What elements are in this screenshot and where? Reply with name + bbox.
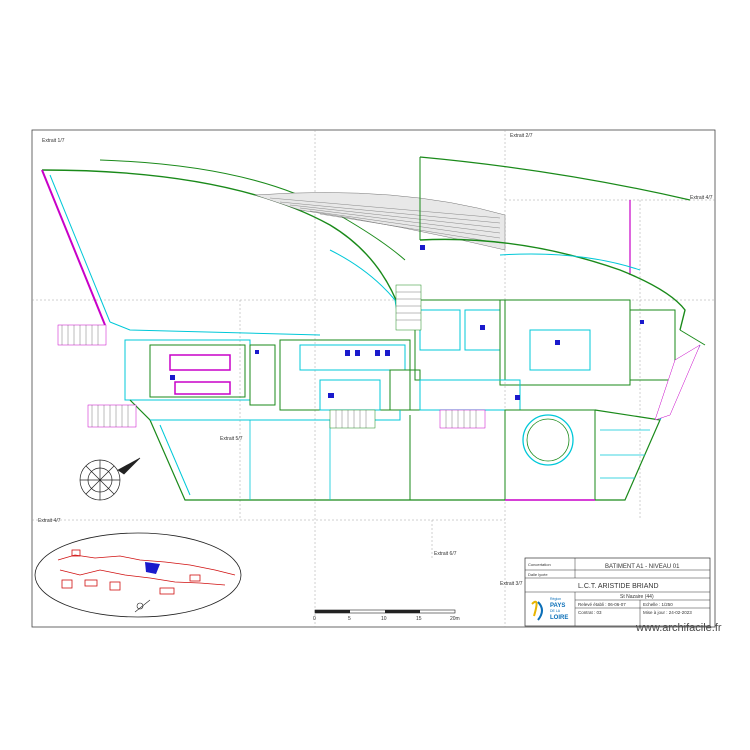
extract-label-center: Extrait 5/7: [220, 436, 243, 442]
blue-fixtures: [170, 245, 644, 400]
tb-header-left-1: Concertation: [528, 562, 551, 567]
scale-tick-10: 10: [381, 616, 387, 622]
tb-header-left-2: Dalle lycée: [528, 572, 548, 577]
logo-line-2: PAYS: [550, 603, 565, 609]
central-rooms: [124, 299, 676, 411]
extract-label-top-left: Extrait 1/7: [42, 138, 65, 144]
staircases: [57, 284, 701, 429]
title-block: Concertation Dalle lycée BATIMENT A1 - N…: [524, 557, 711, 627]
extract-label-right: Extrait 4/7: [690, 195, 713, 201]
compass-rose-icon: [79, 457, 141, 501]
tb-scale: Echelle : 1/250: [643, 602, 673, 607]
tb-title: BATIMENT A1 - NIVEAU 01: [605, 564, 680, 570]
extract-label-top-middle: Extrait 2/7: [510, 133, 533, 139]
lower-wing: [129, 399, 505, 501]
left-wing: [41, 159, 406, 336]
logo-line-3: DE LA: [550, 609, 561, 613]
logo-line-1: Région: [550, 597, 561, 601]
logo-line-4: LOIRE: [550, 615, 568, 621]
tb-ref: Contrat : 03: [578, 610, 602, 615]
tb-school: L.C.T. ARISTIDE BRIAND: [578, 583, 659, 590]
tb-city: St Nazaire (44): [620, 594, 654, 600]
watermark-text: www.archifacile.fr: [636, 622, 722, 634]
right-roof: [419, 156, 691, 331]
scale-bar: 0 5 10 15 20m: [313, 609, 460, 622]
extract-label-bottom-left: Extrait 4/7: [38, 518, 61, 524]
sheet-border: [31, 129, 716, 628]
scale-tick-5: 5: [348, 616, 351, 622]
scale-tick-0: 0: [313, 616, 316, 622]
stair-treads: [61, 291, 477, 428]
tb-survey: Relevé établi : 06-06-07: [578, 602, 626, 607]
circular-room: [504, 409, 596, 501]
scale-tick-20: 20m: [450, 616, 460, 622]
region-logo: Région PAYS DE LA LOIRE: [531, 597, 568, 621]
hatched-roof: [254, 192, 506, 251]
tb-update: Mise à jour : 24-02-2023: [643, 610, 692, 615]
key-plan: [34, 532, 242, 618]
scale-tick-15: 15: [416, 616, 422, 622]
extract-label-bottom-center: Extrait 3/7: [500, 581, 523, 587]
extract-label-bottom-middle: Extrait 6/7: [434, 551, 457, 557]
